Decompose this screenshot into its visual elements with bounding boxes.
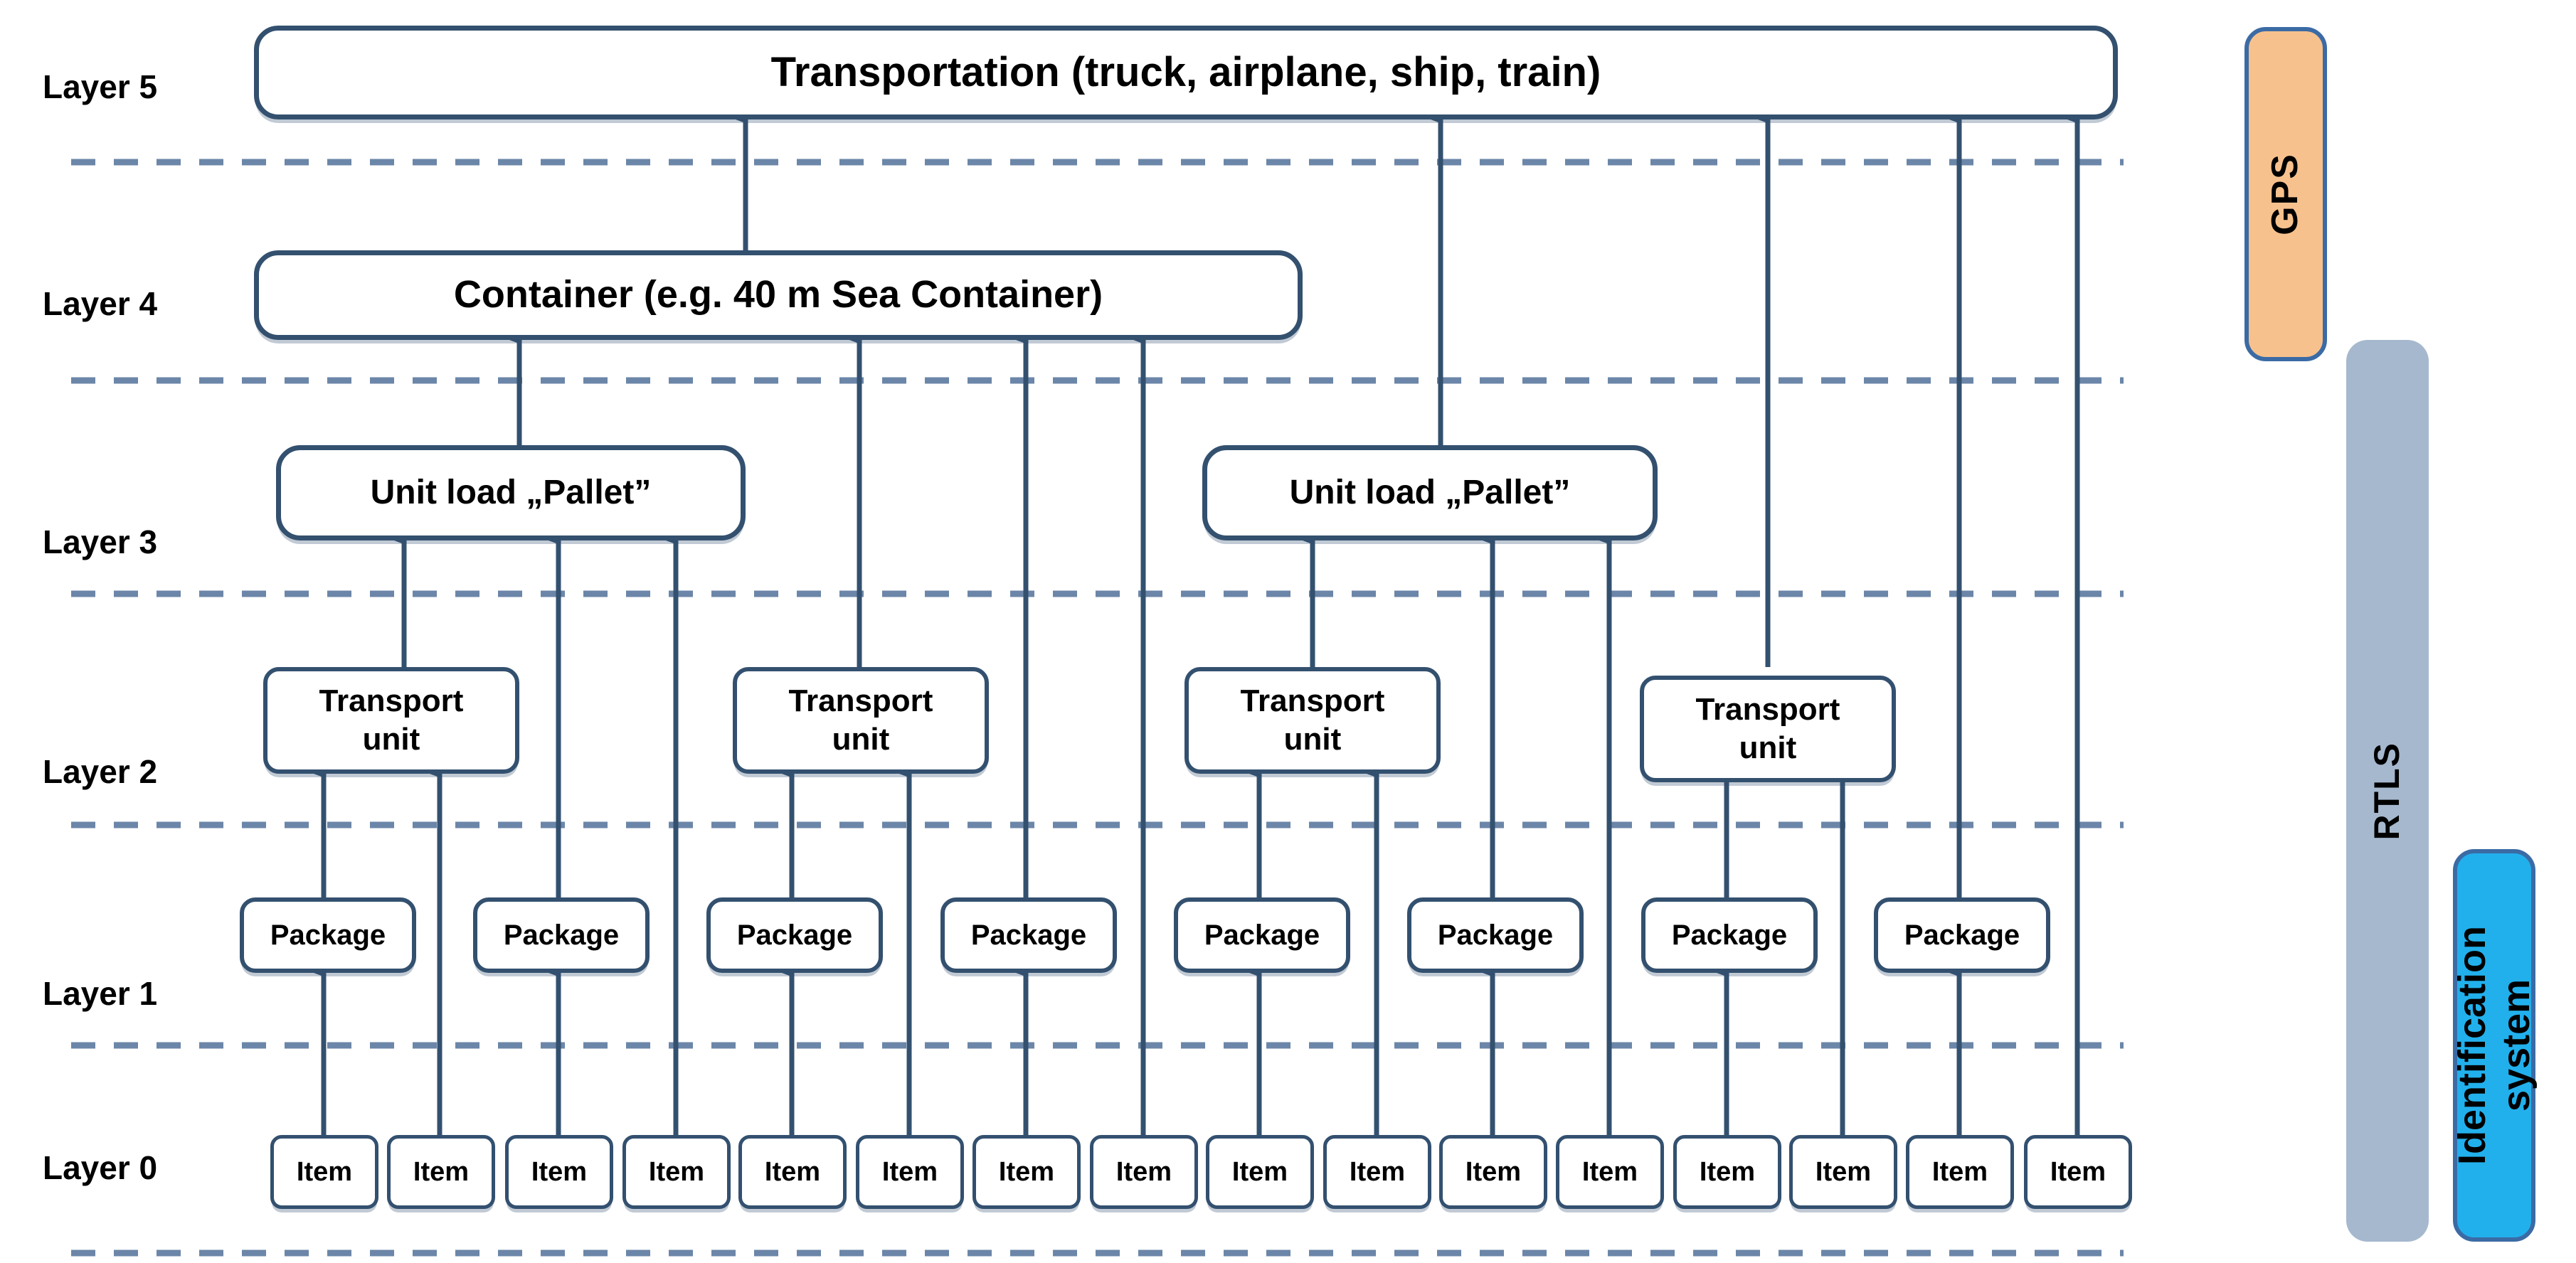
node-item-8[interactable]: Item <box>1090 1135 1198 1209</box>
node-transport-unit-1-line1: Transport <box>319 683 464 719</box>
node-item-10-label: Item <box>1349 1156 1406 1187</box>
node-package-6[interactable]: Package <box>1407 897 1584 973</box>
bar-identification-system-label: Identification system <box>2450 926 2538 1165</box>
node-package-6-label: Package <box>1437 919 1554 951</box>
node-transport-unit-4[interactable]: Transport unit <box>1640 676 1896 782</box>
node-item-4[interactable]: Item <box>622 1135 731 1209</box>
node-item-12[interactable]: Item <box>1556 1135 1664 1209</box>
node-transportation[interactable]: Transportation (truck, airplane, ship, t… <box>254 26 2118 119</box>
layer-label-5: Layer 5 <box>43 68 158 105</box>
node-container-label: Container (e.g. 40 m Sea Container) <box>453 273 1103 316</box>
node-transportation-label: Transportation (truck, airplane, ship, t… <box>770 48 1601 95</box>
node-item-8-label: Item <box>1115 1156 1172 1187</box>
node-package-5[interactable]: Package <box>1174 897 1350 973</box>
node-transport-unit-3-line1: Transport <box>1240 683 1385 719</box>
layer-label-2: Layer 2 <box>43 753 158 790</box>
node-item-12-label: Item <box>1581 1156 1638 1187</box>
node-item-14[interactable]: Item <box>1789 1135 1897 1209</box>
node-transport-unit-2-line1: Transport <box>788 683 933 719</box>
node-transport-unit-1-line2: unit <box>362 722 420 757</box>
node-item-2[interactable]: Item <box>387 1135 495 1209</box>
node-package-1-label: Package <box>270 919 386 951</box>
node-transport-unit-2-line2: unit <box>832 722 890 757</box>
bar-rtls[interactable]: RTLS <box>2346 340 2429 1242</box>
node-item-11-label: Item <box>1465 1156 1522 1187</box>
node-transport-unit-4-line2: unit <box>1739 730 1797 765</box>
node-package-1[interactable]: Package <box>240 897 416 973</box>
node-item-6[interactable]: Item <box>856 1135 964 1209</box>
node-item-7[interactable]: Item <box>972 1135 1081 1209</box>
node-item-9-label: Item <box>1231 1156 1288 1187</box>
node-pallet-1[interactable]: Unit load „Pallet” <box>276 445 746 540</box>
node-item-5[interactable]: Item <box>738 1135 847 1209</box>
layer-label-3: Layer 3 <box>43 523 158 560</box>
node-pallet-1-label: Unit load „Pallet” <box>370 473 652 511</box>
node-item-11[interactable]: Item <box>1439 1135 1547 1209</box>
node-item-13-label: Item <box>1699 1156 1756 1187</box>
node-item-6-label: Item <box>881 1156 938 1187</box>
node-container[interactable]: Container (e.g. 40 m Sea Container) <box>254 250 1303 340</box>
node-item-7-label: Item <box>998 1156 1055 1187</box>
node-transport-unit-2[interactable]: Transport unit <box>733 667 989 774</box>
node-transport-unit-1[interactable]: Transport unit <box>263 667 519 774</box>
node-item-1-label: Item <box>296 1156 353 1187</box>
node-package-2-label: Package <box>503 919 620 951</box>
node-item-16[interactable]: Item <box>2024 1135 2132 1209</box>
node-item-2-label: Item <box>413 1156 470 1187</box>
layer-label-1: Layer 1 <box>43 975 158 1012</box>
node-item-1[interactable]: Item <box>270 1135 378 1209</box>
node-package-7-label: Package <box>1671 919 1788 951</box>
node-package-8-label: Package <box>1904 919 2020 951</box>
layer-label-4: Layer 4 <box>43 285 158 322</box>
node-item-14-label: Item <box>1815 1156 1872 1187</box>
node-item-4-label: Item <box>648 1156 705 1187</box>
node-pallet-2-label: Unit load „Pallet” <box>1289 473 1571 511</box>
node-item-3-label: Item <box>531 1156 588 1187</box>
node-package-5-label: Package <box>1204 919 1320 951</box>
node-package-4-label: Package <box>970 919 1087 951</box>
node-package-2[interactable]: Package <box>473 897 650 973</box>
node-transport-unit-3[interactable]: Transport unit <box>1184 667 1441 774</box>
node-item-5-label: Item <box>764 1156 821 1187</box>
node-item-9[interactable]: Item <box>1206 1135 1314 1209</box>
layer-label-0: Layer 0 <box>43 1149 158 1186</box>
node-package-8[interactable]: Package <box>1874 897 2050 973</box>
node-package-3-label: Package <box>736 919 853 951</box>
bar-gps-label: GPS <box>2264 153 2306 235</box>
node-item-15[interactable]: Item <box>1906 1135 2014 1209</box>
node-package-7[interactable]: Package <box>1641 897 1818 973</box>
node-item-16-label: Item <box>2050 1156 2106 1187</box>
node-package-4[interactable]: Package <box>940 897 1117 973</box>
bar-identification-system[interactable]: Identification system <box>2450 849 2538 1242</box>
node-item-13[interactable]: Item <box>1673 1135 1781 1209</box>
node-package-3[interactable]: Package <box>706 897 883 973</box>
bar-rtls-label: RTLS <box>2367 741 2407 841</box>
node-item-3[interactable]: Item <box>505 1135 613 1209</box>
node-transport-unit-4-line1: Transport <box>1695 692 1840 728</box>
node-transport-unit-3-line2: unit <box>1283 722 1342 757</box>
node-item-10[interactable]: Item <box>1323 1135 1431 1209</box>
node-item-15-label: Item <box>1931 1156 1988 1187</box>
bar-gps[interactable]: GPS <box>2244 27 2327 361</box>
node-pallet-2[interactable]: Unit load „Pallet” <box>1202 445 1658 540</box>
